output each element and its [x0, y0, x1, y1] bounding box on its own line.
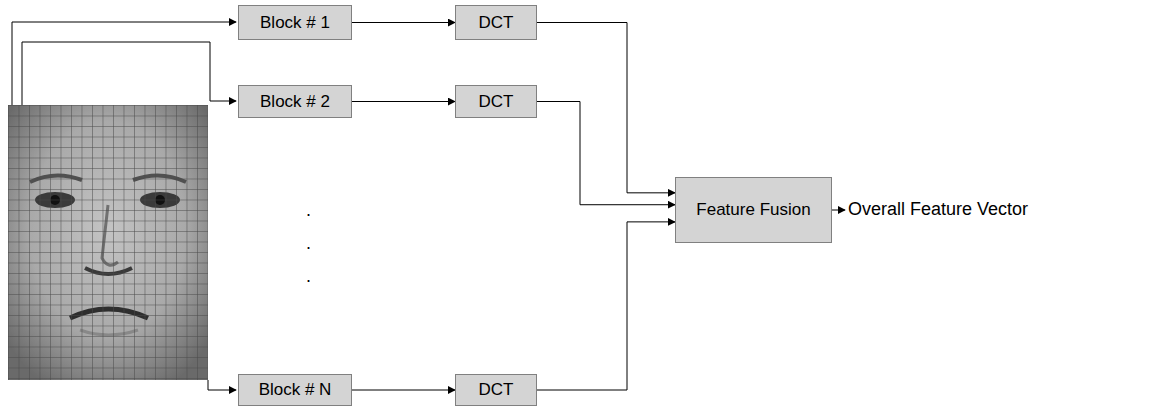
- box-label: Block # 2: [260, 92, 330, 112]
- flow-arrow: [352, 101, 455, 102]
- dct-box: DCT: [455, 5, 537, 40]
- flow-arrow: [537, 222, 675, 390]
- ellipsis-dot: .: [306, 266, 311, 288]
- block-box: Block # 2: [238, 85, 352, 118]
- face-photo: [8, 105, 208, 380]
- flow-arrow: [537, 102, 675, 205]
- flow-arrow: [352, 22, 455, 23]
- flow-arrow: [537, 23, 675, 193]
- box-label: Block # 1: [260, 13, 330, 33]
- feed-line: [12, 22, 236, 105]
- box-label: DCT: [479, 92, 514, 112]
- feed-line: [22, 42, 236, 105]
- box-label: Feature Fusion: [696, 200, 810, 220]
- block-box: Block # N: [238, 374, 352, 406]
- box-label: DCT: [479, 13, 514, 33]
- box-label: Block # N: [259, 380, 332, 400]
- dct-box: DCT: [455, 85, 537, 118]
- ellipsis-dot: .: [306, 200, 311, 222]
- flow-arrow: [352, 390, 455, 391]
- ellipsis-dot: .: [306, 233, 311, 255]
- fusion-box: Feature Fusion: [675, 177, 832, 243]
- block-box: Block # 1: [238, 5, 352, 40]
- box-label: DCT: [479, 380, 514, 400]
- output-label: Overall Feature Vector: [848, 199, 1028, 221]
- block-grid: [8, 105, 208, 380]
- photo-ground: [8, 105, 208, 380]
- dct-box: DCT: [455, 374, 537, 406]
- feed-line: [208, 380, 236, 390]
- output-arrow: [832, 210, 845, 211]
